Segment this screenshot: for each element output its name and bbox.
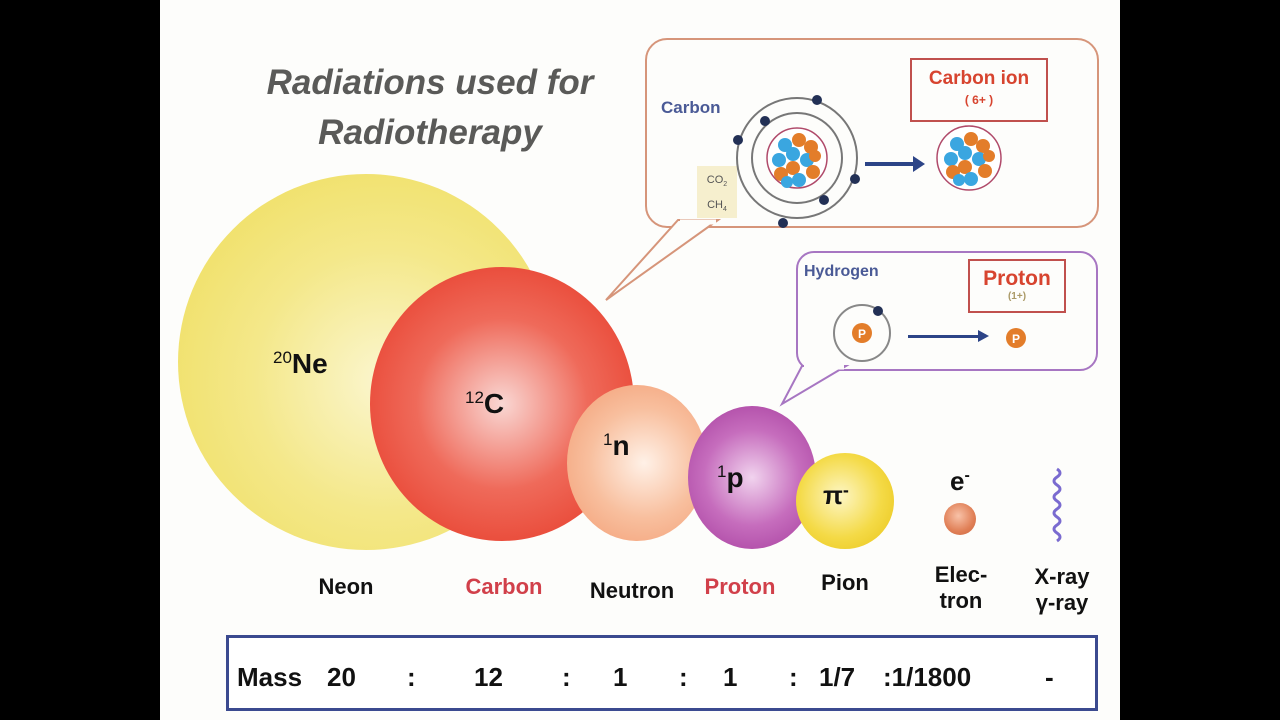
xray-name: X-ray γ-ray	[1022, 564, 1102, 616]
arrow-head-icon	[978, 330, 989, 342]
electron-name: Elec- tron	[926, 562, 996, 614]
svg-text:P: P	[858, 327, 866, 341]
hydrogen-atom-label: Hydrogen	[804, 263, 879, 280]
carbon-ion-title: Carbon ion	[928, 68, 1030, 89]
neutron-ball	[567, 385, 707, 541]
proton-title: Proton	[983, 267, 1051, 290]
proton-icon: P	[1006, 328, 1026, 348]
pion-symbol: π-	[823, 480, 849, 510]
mass-pion: 1/7	[819, 662, 856, 692]
carbon-symbol: 12C	[465, 388, 505, 419]
pion-name: Pion	[821, 570, 869, 595]
proton-label-box: Proton (1+)	[968, 259, 1066, 313]
arrow-head-icon	[913, 156, 925, 172]
mass-label: Mass	[237, 662, 303, 692]
carbon-ion-nucleus-icon	[936, 125, 1002, 191]
carbon-callout: Carbon CO2 CH4 C	[645, 38, 1099, 228]
carbon-atom-label: Carbon	[661, 98, 721, 117]
carbon-callout-pointer	[605, 219, 722, 301]
hydrogen-atom-icon: P	[833, 304, 891, 362]
electron-symbol: e-	[950, 466, 970, 496]
slide: Radiations used for Radiotherapy Carbon …	[160, 0, 1120, 720]
mass-sep: :	[679, 662, 688, 692]
arrow-right-icon	[865, 162, 917, 166]
proton-ball	[688, 406, 816, 549]
mass-xray: -	[1045, 662, 1054, 692]
arrow-right-icon	[908, 335, 980, 338]
mass-sep: :	[407, 662, 416, 692]
mass-ratio-box: Mass 20 : 12 : 1 : 1 : 1/7 :1/1800 -	[226, 635, 1098, 711]
ch4-label: CH4	[707, 199, 727, 214]
electron-ball	[944, 503, 976, 535]
mass-sep: :	[789, 662, 798, 692]
proton-name: Proton	[704, 574, 776, 599]
xray-name-line1: X-ray	[1034, 564, 1090, 589]
mass-sep: :	[562, 662, 571, 692]
carbon-name: Carbon	[465, 574, 543, 599]
title-line-2: Radiotherapy	[318, 113, 542, 152]
slide-title: Radiations used for Radiotherapy	[235, 58, 625, 158]
neutron-symbol: 1n	[603, 430, 630, 461]
co2-label: CO2	[706, 174, 728, 189]
mass-electron: :1/1800	[883, 662, 972, 692]
carbon-ion-charge: ( 6+ )	[964, 93, 994, 107]
gamma-name-line2: γ-ray	[1035, 590, 1089, 615]
svg-text:P: P	[1012, 332, 1020, 346]
mass-proton: 1	[723, 662, 738, 692]
electron-name-line1: Elec-	[934, 562, 988, 587]
neon-name: Neon	[318, 574, 374, 599]
neutron-name: Neutron	[589, 578, 675, 603]
proton-callout: Hydrogen P P Proton (1+)	[796, 251, 1098, 371]
neon-symbol: 20Ne	[273, 348, 328, 379]
molecule-box: CO2 CH4	[697, 166, 737, 218]
title-line-1: Radiations used for	[266, 63, 594, 102]
mass-neutron: 1	[613, 662, 628, 692]
proton-charge: (1+)	[1007, 291, 1027, 302]
mass-neon: 20	[327, 662, 356, 692]
mass-carbon: 12	[474, 662, 503, 692]
proton-symbol: 1p	[717, 462, 744, 493]
electron-name-line2: tron	[939, 588, 983, 613]
xray-wave-icon	[1052, 467, 1062, 543]
pion-ball	[796, 453, 894, 549]
proton-callout-pointer	[779, 364, 850, 407]
carbon-atom-icon	[733, 95, 860, 228]
carbon-ion-label-box: Carbon ion ( 6+ )	[910, 58, 1048, 122]
